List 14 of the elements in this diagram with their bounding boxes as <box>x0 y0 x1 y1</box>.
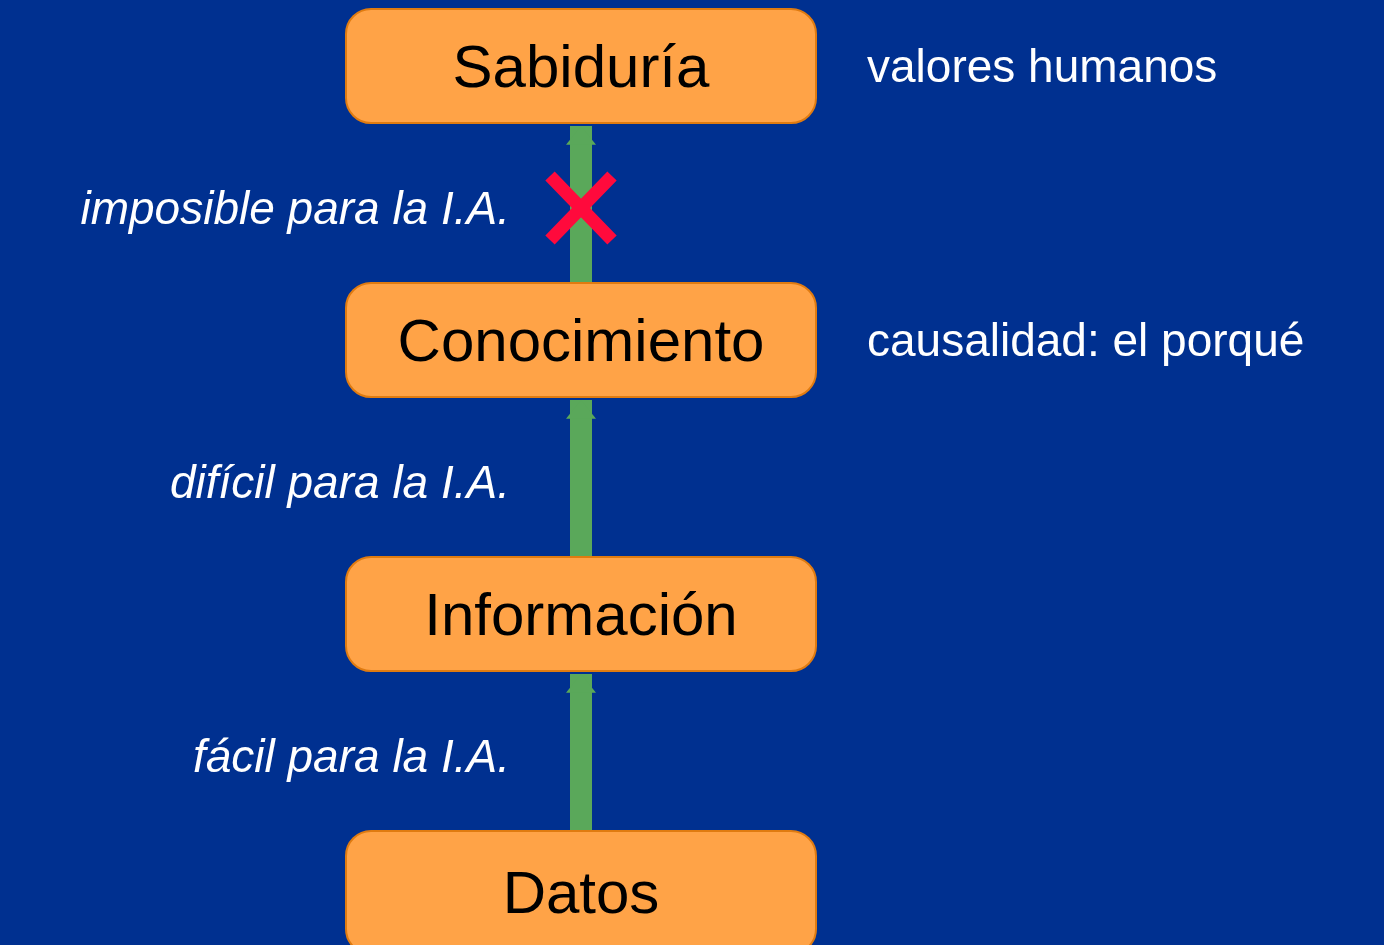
edge-label: fácil para la I.A. <box>192 729 510 783</box>
rounded-box <box>345 830 817 945</box>
rounded-box <box>345 556 817 672</box>
box-label: Información <box>424 579 738 649</box>
arrow <box>566 400 596 556</box>
arrow <box>566 674 596 830</box>
edge-label: difícil para la I.A. <box>169 455 510 509</box>
side-note: valores humanos <box>867 39 1218 93</box>
box-label: Sabiduría <box>452 31 710 101</box>
arrow <box>566 126 596 282</box>
edge-label: imposible para la I.A. <box>80 181 510 235</box>
box-label: Datos <box>502 858 660 927</box>
box-label: Conocimiento <box>397 305 765 375</box>
side-note: causalidad: el porqué <box>867 313 1305 367</box>
